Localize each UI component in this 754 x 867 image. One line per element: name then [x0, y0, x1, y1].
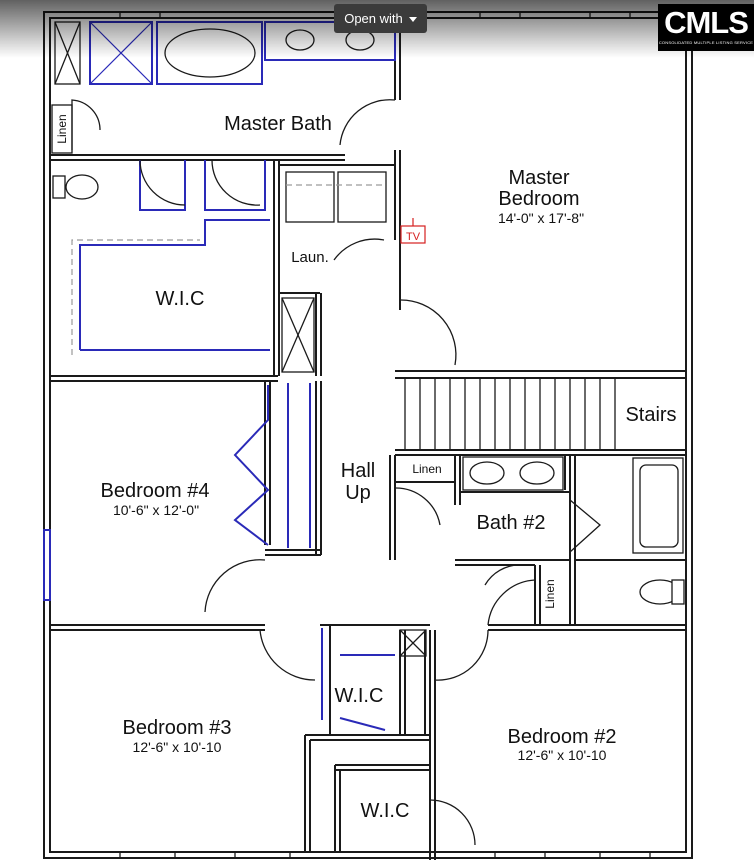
label-tv: TV — [406, 231, 421, 243]
stairs-treads — [404, 378, 616, 450]
label-bedroom4-dim: 10'-6" x 12'-0" — [113, 502, 199, 518]
label-bedroom2: Bedroom #2 — [508, 726, 617, 748]
open-with-label: Open with — [344, 11, 403, 26]
label-master-bedroom-line2: Bedroom — [498, 188, 579, 210]
label-master-bath: Master Bath — [224, 113, 332, 135]
laundry-appliances — [281, 171, 457, 373]
bedroom4-details — [43, 383, 489, 681]
label-master-bedroom-dim: 14'-0" x 17'-8" — [498, 210, 584, 226]
label-linen-master: Linen — [55, 114, 69, 143]
label-laundry: Laun. — [291, 249, 329, 266]
label-master-bedroom-line1: Master — [508, 167, 569, 189]
label-bedroom2-dim: 12'-6" x 10'-10 — [518, 747, 607, 763]
logo-wordmark: CMLS — [664, 5, 749, 40]
label-bedroom4: Bedroom #4 — [101, 480, 210, 502]
label-linen-hall: Linen — [412, 462, 441, 476]
label-bath2: Bath #2 — [477, 512, 546, 534]
label-wic-master: W.I.C — [156, 288, 205, 310]
label-hall-line2: Up — [345, 482, 371, 504]
bath2-fixtures — [394, 456, 685, 626]
cmls-logo: CMLS CONSOLIDATED MULTIPLE LISTING SERVI… — [658, 4, 754, 51]
open-with-button[interactable]: Open with — [334, 4, 427, 33]
tv-marker — [400, 218, 426, 244]
label-linen-bath2: Linen — [543, 579, 557, 608]
master-wic-shelves — [71, 219, 270, 355]
interior-walls — [50, 18, 686, 860]
label-hall-line1: Hall — [341, 460, 375, 482]
center-wic-details — [321, 628, 476, 846]
label-bedroom3-dim: 12'-6" x 10'-10 — [133, 739, 222, 755]
logo-subtext: CONSOLIDATED MULTIPLE LISTING SERVICE — [658, 40, 754, 45]
room-labels: Master Bath Master Bedroom 14'-0" x 17'-… — [55, 113, 677, 822]
chevron-down-icon — [408, 17, 417, 22]
label-stairs: Stairs — [625, 404, 676, 426]
label-wic-bottom: W.I.C — [361, 800, 410, 822]
label-wic-small: W.I.C — [335, 685, 384, 707]
label-bedroom3: Bedroom #3 — [123, 717, 232, 739]
